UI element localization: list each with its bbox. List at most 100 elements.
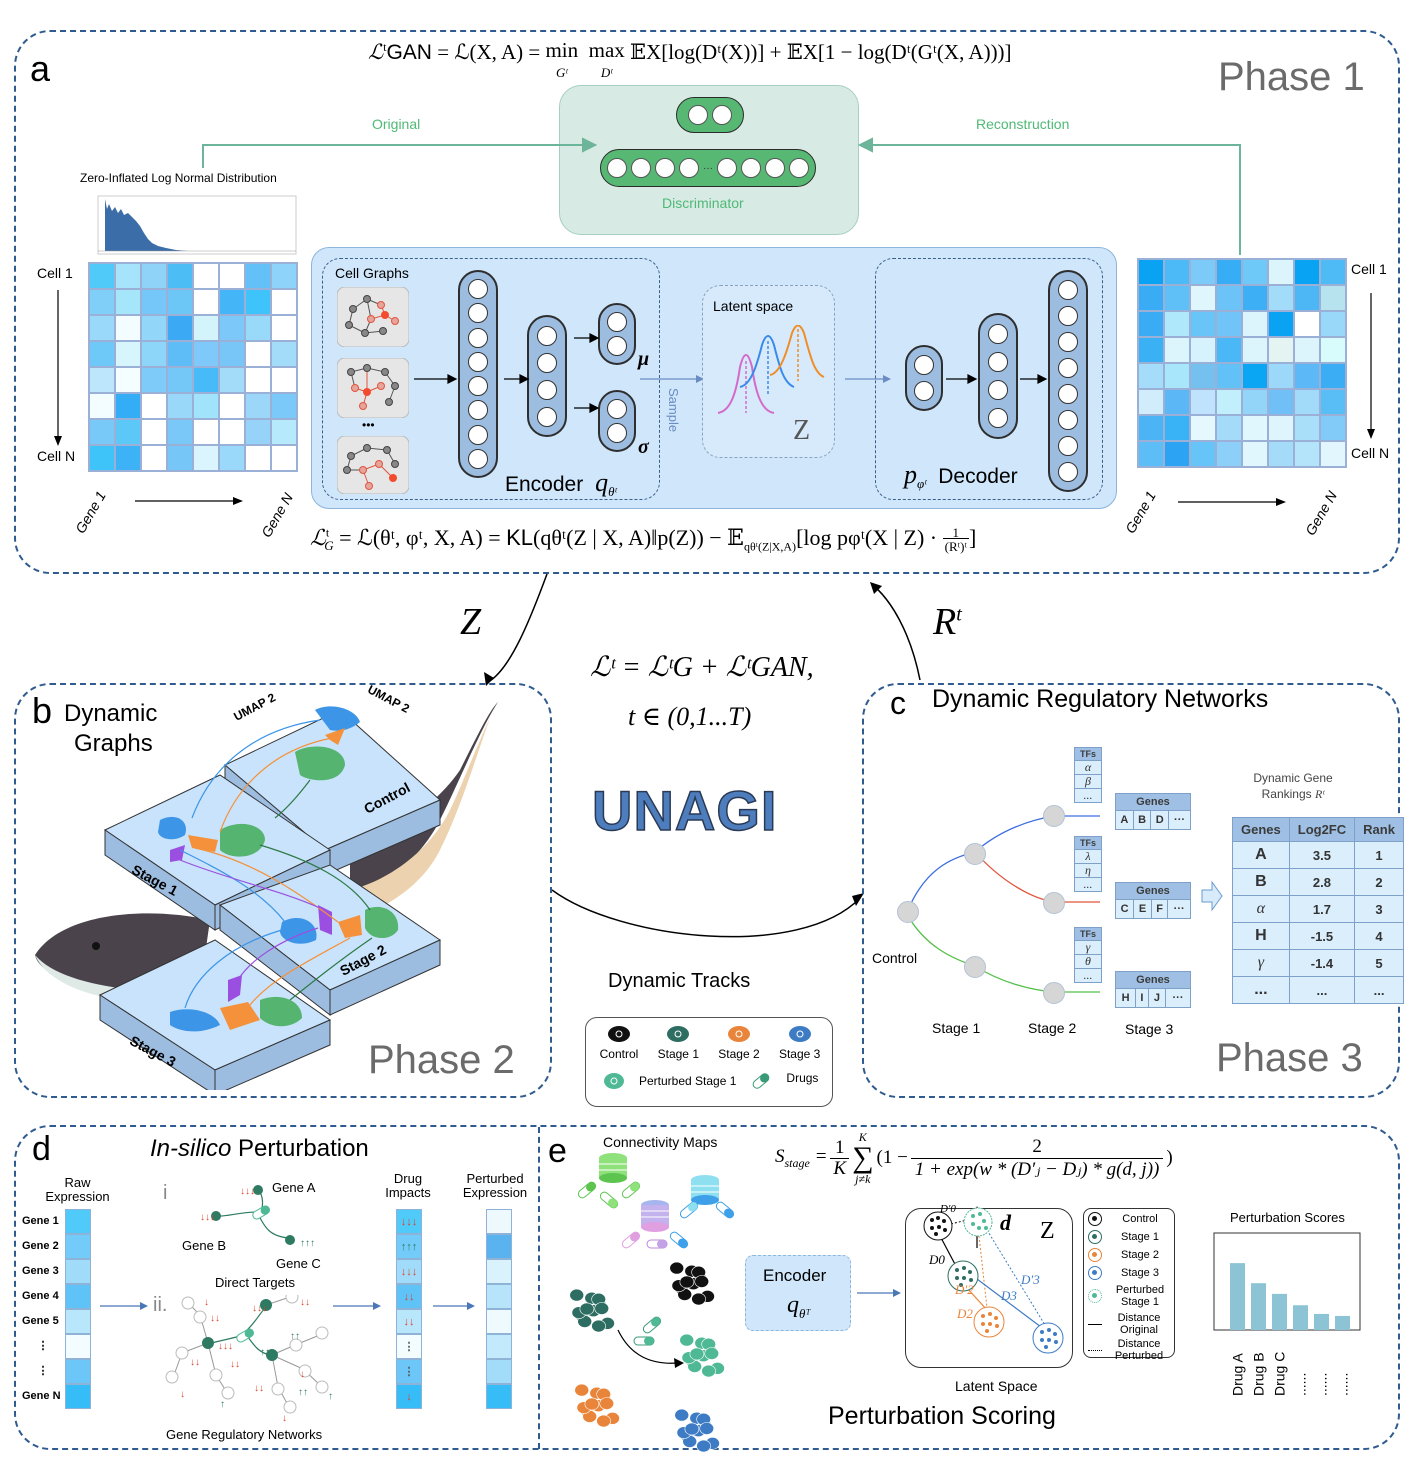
expression-cell: ↓↓ [396,1309,422,1334]
gene-a-node [253,1185,263,1195]
legend-item-stage-1: Stage 1 [658,1025,699,1061]
rankings-title-line1: Dynamic Gene [1253,771,1333,785]
gene-axis-arrow-right [1178,498,1286,506]
gene-cell: C [1114,899,1135,919]
encoder-symbol: q [595,468,609,497]
panel-b-letter: b [32,690,53,731]
cell-1-label-right: Cell 1 [1351,261,1387,277]
heatmap-cell [219,289,245,315]
heatmap-cell [1190,389,1216,415]
x-tick-label: Drug A [1230,1353,1246,1396]
heatmap-cell [193,341,219,367]
expression-cell: ↓ [396,1384,422,1409]
formula-open: (1 − [876,1147,908,1168]
phase-1-label: Phase 1 [1218,55,1365,99]
expression-cell: ↑↑↑ [396,1234,422,1259]
tf-cell: ... [1074,877,1102,892]
tracks-legend-box [585,1017,833,1107]
cell-graphs-label: Cell Graphs [335,265,409,281]
bar-2 [1272,1293,1287,1330]
heatmap-cell [115,393,141,419]
svg-text:↓: ↓ [300,1369,305,1380]
neuron [468,303,488,324]
rank-header: Rank [1354,817,1404,842]
heatmap-cell [1190,441,1216,467]
expression-cell [486,1334,512,1359]
cell-axis-arrow-right [1367,293,1375,439]
heatmap-cell [167,419,193,445]
heatmap-cell [271,263,297,289]
encoder-layer-2 [527,315,567,437]
heatmap-cell [141,341,167,367]
heatmap-cell [193,393,219,419]
g-loss-frac-den: (Rᵗ)ᵗ [942,537,969,554]
heatmap-cell [1242,337,1268,363]
tree-node-control [897,901,919,923]
branch-green [907,915,976,967]
heatmap-cell [1268,337,1294,363]
heatmap-cell [1268,285,1294,311]
legend-label: Perturbed Stage 1 [1115,1284,1165,1308]
gene-cell: F [1150,899,1169,919]
rank-cell: 1.7 [1288,895,1356,923]
latent-space-caption: Latent Space [955,1378,1038,1394]
heatmap-cell [1242,415,1268,441]
legend-dot-icon [1088,1212,1102,1226]
heatmap-cell [1138,363,1164,389]
legend-dot-icon [1088,1248,1102,1262]
neuron [1058,280,1078,300]
heatmap-cell [1320,415,1346,441]
distance-label-d3: D3 [1000,1288,1017,1303]
heatmap-cell [245,341,271,367]
histogram-bars [105,199,238,251]
heatmap-cell [1216,259,1242,285]
line-style-icon [1088,1349,1102,1351]
cell-icon [607,1026,630,1042]
heatmap-cell [115,445,141,471]
neuron [537,406,557,427]
heatmap-cell [1216,441,1242,467]
heatmap-cell [1164,337,1190,363]
heatmap-cell [115,289,141,315]
tree-node-stage2-red [1043,892,1065,914]
heatmap-cell [1216,415,1242,441]
heatmap-cell [115,419,141,445]
expression-cell [486,1284,512,1309]
heatmap-cell [1268,389,1294,415]
rank-cell: ... [1354,976,1404,1004]
heatmap-cell [167,289,193,315]
heatmap-cell [1190,363,1216,389]
neuron [741,158,761,178]
decoder-label: pφᵗ Decoder [904,460,1018,492]
heatmap-cell [167,367,193,393]
sigma-symbol: σ [638,436,649,458]
sample-arrow [640,375,704,383]
heatmap-cell [1294,337,1320,363]
heatmap-cell [245,419,271,445]
heatmap-cell [271,393,297,419]
heatmap-cell [1294,311,1320,337]
stage-3-label: Stage 3 [1125,1021,1174,1037]
expression-cell [486,1384,512,1409]
discriminator-input-layer: ··· [600,149,816,187]
tf-cell: β [1074,774,1102,789]
heatmap-cell [271,367,297,393]
neuron [537,352,557,373]
rank-cell: 3.5 [1288,841,1356,869]
rank-cell: 3 [1354,895,1404,923]
heatmap-cell [115,315,141,341]
distance-label-d0-prime: D′0 [939,1203,956,1215]
tf-cell: η [1074,863,1102,878]
tfs-header: TFs [1074,927,1102,941]
tree-node-stage1-upper [964,843,986,865]
heatmap-cell [1164,311,1190,337]
step-i-label: i [163,1182,168,1204]
latent-legend-box [1083,1208,1175,1358]
legend-label: Stage 3 [1121,1267,1159,1279]
x-tick-label: Drug B [1251,1352,1267,1396]
distribution-histogram [97,195,297,255]
direct-targets-graph: ↓↓↓ ↓↓↓ ↑↑↑ [200,1185,315,1249]
encoder-symbol-sub: θᵗ [608,484,617,500]
